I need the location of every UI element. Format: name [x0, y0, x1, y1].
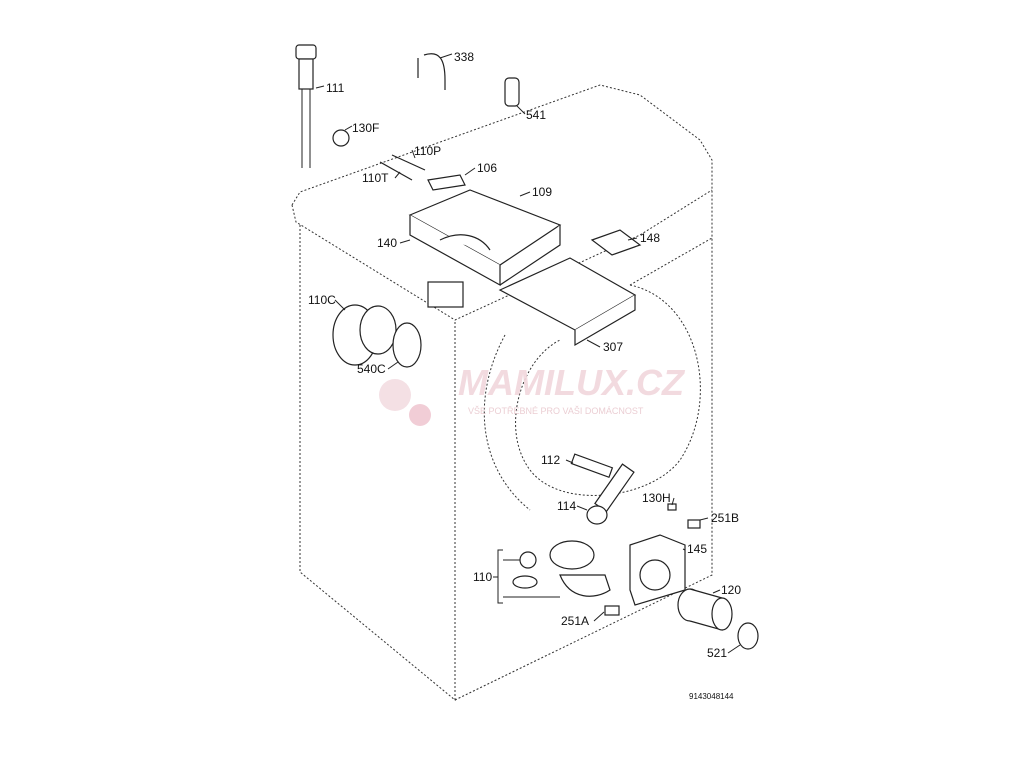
clamp-540C — [392, 322, 422, 368]
label-307: 307 — [603, 340, 623, 354]
bellows-110C — [332, 304, 397, 366]
label-110P: 110P — [414, 144, 441, 158]
watermark-brand: MAMILUX.CZ — [458, 362, 686, 403]
drawer-307 — [498, 257, 637, 347]
bracket-338 — [417, 53, 446, 90]
label-114: 114 — [557, 499, 576, 513]
label-109: 109 — [532, 185, 552, 199]
filter-130F — [332, 129, 350, 147]
watermark-tagline: VŠE POTŘEBNÉ PRO VAŠI DOMÁCNOST — [468, 406, 644, 416]
label-251A: 251A — [561, 614, 589, 628]
label-130F: 130F — [352, 121, 379, 135]
part-labels: 111 338 541 130F 110P 106 110T 109 140 1… — [308, 50, 741, 701]
label-110T: 110T — [362, 171, 389, 185]
watermark: MAMILUX.CZ VŠE POTŘEBNÉ PRO VAŠI DOMÁCNO… — [379, 362, 686, 426]
label-148: 148 — [640, 231, 660, 245]
pipe-110P — [391, 154, 426, 171]
label-110C: 110C — [308, 293, 336, 307]
label-145: 145 — [687, 542, 707, 556]
part-541 — [504, 77, 520, 107]
label-106: 106 — [477, 161, 497, 175]
hose-112-114 — [570, 453, 635, 525]
drawing-number: 9143048144 — [689, 692, 734, 701]
label-251B: 251B — [711, 511, 739, 525]
pipe-110T — [379, 161, 413, 181]
filter-120 — [677, 588, 733, 631]
label-521: 521 — [707, 646, 727, 660]
pump-housing-145 — [629, 534, 686, 606]
label-140: 140 — [377, 236, 397, 250]
label-120: 120 — [721, 583, 741, 597]
leader-lines — [315, 53, 741, 654]
seal-521 — [737, 622, 759, 650]
dispenser-109-140 — [408, 189, 562, 308]
label-112: 112 — [541, 453, 560, 467]
drain-sump-110 — [493, 540, 611, 604]
label-540C: 540C — [357, 362, 386, 376]
part-251B — [687, 519, 701, 529]
part-251A — [604, 605, 620, 616]
cover-148 — [590, 229, 642, 256]
part-106 — [427, 174, 466, 191]
label-110: 110 — [473, 570, 492, 584]
label-541: 541 — [526, 108, 546, 122]
label-130H: 130H — [642, 491, 671, 505]
label-338: 338 — [454, 50, 474, 64]
inlet-hose-111 — [295, 44, 317, 168]
label-111: 111 — [326, 81, 345, 95]
cabinet-outline — [291, 84, 713, 702]
